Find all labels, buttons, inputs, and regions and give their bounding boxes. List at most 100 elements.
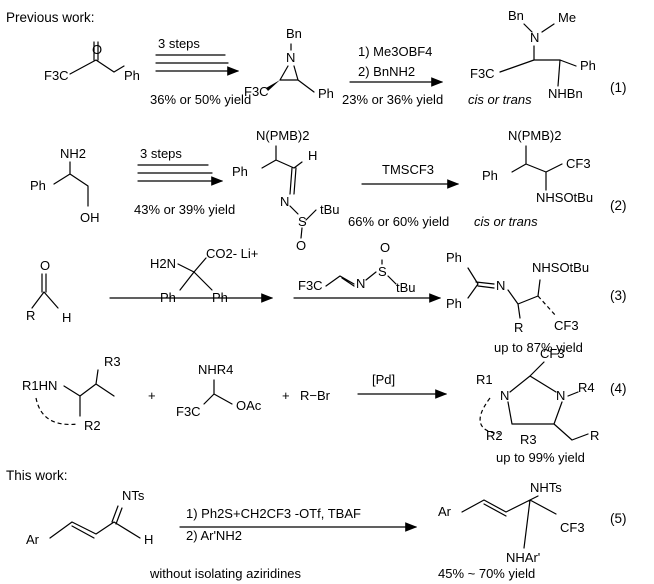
r3-reag2-s: S (378, 264, 387, 279)
r2-arrow2-label: TMSCF3 (382, 162, 434, 177)
r2-sm-oh: OH (80, 210, 100, 225)
r1-arrow1-lines (155, 54, 229, 64)
r1-sm-o: O (92, 42, 102, 57)
r3-pr-n: N (496, 278, 505, 293)
r2-im-ph: Ph (232, 164, 248, 179)
r4-sm2-nhr4: NHR4 (198, 362, 233, 377)
r4-plus2: + (282, 388, 290, 403)
r1-arrow1-label: 3 steps (158, 36, 200, 51)
r4-pr-r4: R4 (578, 380, 595, 395)
r1-az-bonds (279, 43, 315, 93)
r1-sm-ph: Ph (124, 68, 140, 83)
r2-arrow1-lines (137, 164, 213, 174)
eq-number-2: (2) (610, 198, 627, 213)
r4-sm1-bonds (63, 369, 115, 417)
eq-number-3: (3) (610, 288, 627, 303)
r4-plus1: + (148, 388, 156, 403)
r1-prod-ph: Ph (580, 58, 596, 73)
r2-im-h: H (308, 148, 317, 163)
r2-pr-ph: Ph (482, 168, 498, 183)
r3-pr-r: R (514, 320, 523, 335)
header-this-work: This work: (6, 468, 68, 483)
r4-yield: up to 99% yield (496, 450, 585, 465)
r5-arrow-b: 2) Ar'NH2 (186, 528, 242, 543)
r3-pr-nhso: NHSOtBu (532, 260, 589, 275)
r1-prod-bn: Bn (508, 8, 524, 23)
r5-sm-bonds (49, 505, 141, 539)
r2-sm-bonds (53, 161, 89, 207)
r2-im-n: N (280, 194, 289, 209)
r4-pr-n2: N (556, 388, 565, 403)
r4-arrow-label: [Pd] (372, 372, 395, 387)
r5-note: without isolating aziridines (149, 566, 302, 581)
header-previous-work: Previous work: (6, 10, 95, 25)
r2-yield2: 66% or 60% yield (348, 214, 449, 229)
r3-reag2-o: O (380, 240, 390, 255)
r4-sm2-f3c: F3C (176, 404, 201, 419)
r2-pr-npmb: N(PMB)2 (508, 128, 561, 143)
r3-reag2-n: N (356, 276, 365, 291)
r2-yield1: 43% or 39% yield (134, 202, 235, 217)
r4-sm2-bonds (203, 379, 233, 405)
r4-pr-cf3: CF3 (540, 346, 565, 361)
r1-az-ph: Ph (318, 86, 334, 101)
r5-sm-h: H (144, 532, 153, 547)
r2-im-tbu: tBu (320, 202, 340, 217)
r1-arrow2-a: 1) Me3OBF4 (358, 44, 432, 59)
r1-az-n: N (286, 50, 295, 65)
r1-yield2: 23% or 36% yield (342, 92, 443, 107)
eq-number-1: (1) (610, 80, 627, 95)
r1-prod-f3c: F3C (470, 66, 495, 81)
r3-reag-co2: CO2- Li+ (206, 246, 258, 261)
r1-prod-n: N (530, 30, 539, 45)
r4-pr-bonds (507, 361, 589, 441)
r3-pr-ph1: Ph (446, 250, 462, 265)
r4-pr-r1: R1 (476, 372, 493, 387)
r1-cis-trans: cis or trans (468, 92, 532, 107)
r5-arrow-a: 1) Ph2S+CH2CF3 -OTf, TBAF (186, 506, 361, 521)
r5-pr-bonds (461, 495, 557, 549)
r3-reag-h2n: H2N (150, 256, 176, 271)
eq-number-4: (4) (610, 381, 627, 396)
r1-prod-nhbn: NHBn (548, 86, 583, 101)
r2-sm-nh2: NH2 (60, 146, 86, 161)
r4-pr-r3: R3 (520, 432, 537, 447)
r4-pr-r: R (590, 428, 599, 443)
r1-yield1: 36% or 50% yield (150, 92, 251, 107)
r4-sm3: R−Br (300, 388, 331, 403)
r2-im-s: S (298, 214, 307, 229)
r1-sm-carbonyl (93, 41, 99, 61)
r2-im-bonds (261, 145, 317, 239)
r3-sm-r: R (26, 308, 35, 323)
r5-pr-nhts: NHTs (530, 480, 562, 495)
r5-yield: 45% ~ 70% yield (438, 566, 535, 581)
r4-sm1-r3: R3 (104, 354, 121, 369)
r2-arrow1-label: 3 steps (140, 146, 182, 161)
r4-sm2-oac: OAc (236, 398, 262, 413)
r1-sm-bonds (69, 59, 125, 75)
r4-sm1-ring (35, 397, 79, 426)
r1-prod-bonds (499, 23, 577, 87)
r2-sm-ph: Ph (30, 178, 46, 193)
r2-pr-cf3: CF3 (566, 156, 591, 171)
r4-sm1-r2: R2 (84, 418, 101, 433)
r5-pr-ar: Ar (438, 504, 452, 519)
r3-pr-bonds (467, 267, 541, 319)
r3-yield: up to 87% yield (494, 340, 583, 355)
eq-number-5: (5) (610, 511, 627, 526)
r3-reag2-tbu: tBu (396, 280, 416, 295)
r1-az-bn: Bn (286, 26, 302, 41)
r1-arrow2-b: 2) BnNH2 (358, 64, 415, 79)
r2-pr-bonds (511, 145, 563, 191)
r2-cis-trans: cis or trans (474, 214, 538, 229)
reaction-3: O R H H2N CO2- Li+ Ph Ph F3C N S O tBu P… (26, 240, 589, 355)
r3-sm-bonds (31, 273, 59, 309)
reaction-4: R1HN R3 R2 + NHR4 F3C OAc + R−Br [Pd] CF… (22, 346, 599, 465)
r1-prod-me: Me (558, 10, 576, 25)
r2-im-o: O (296, 238, 306, 253)
r2-pr-nhso: NHSOtBu (536, 190, 593, 205)
r3-reag-bonds (177, 257, 213, 291)
r3-pr-cf3: CF3 (554, 318, 579, 333)
r5-sm-nts: NTs (122, 488, 145, 503)
r3-pr-hash (537, 295, 557, 317)
